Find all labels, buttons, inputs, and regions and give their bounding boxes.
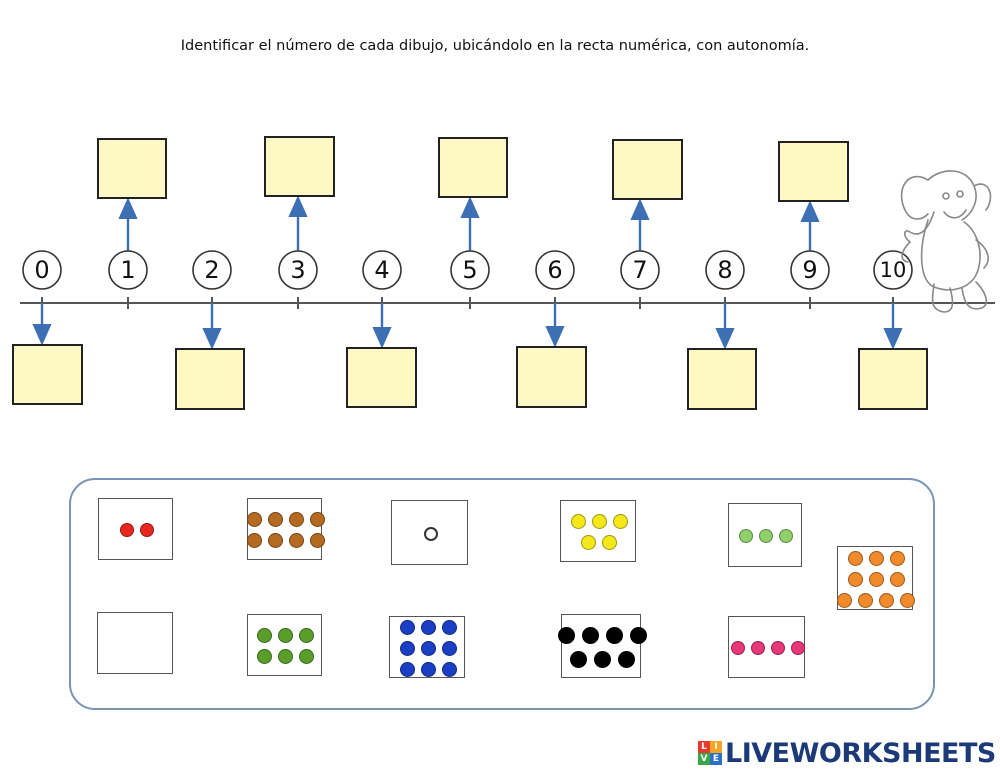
watermark-text: LIVEWORKSHEETS xyxy=(725,737,996,769)
dot-card-6[interactable] xyxy=(247,614,322,676)
dot-card-tray xyxy=(69,478,935,710)
dot xyxy=(267,533,283,548)
dot xyxy=(399,640,415,656)
dot xyxy=(441,619,457,635)
answer-box-10[interactable] xyxy=(858,348,928,410)
elephant-icon xyxy=(900,170,992,313)
dot-card-5[interactable] xyxy=(560,500,636,562)
dot xyxy=(591,514,607,529)
number-circle-3 xyxy=(278,250,318,290)
dot xyxy=(441,640,457,656)
dot xyxy=(858,592,873,608)
dot xyxy=(441,661,457,677)
number-circle-0 xyxy=(22,250,62,290)
logo-letter: V xyxy=(698,753,710,765)
dot xyxy=(605,626,623,644)
dot-card-7[interactable] xyxy=(557,614,647,678)
answer-box-4[interactable] xyxy=(346,347,417,408)
dot xyxy=(557,626,575,644)
dot xyxy=(581,626,599,644)
dot xyxy=(299,649,314,664)
dot xyxy=(879,592,894,608)
dot xyxy=(593,650,611,668)
dot-card-9[interactable] xyxy=(389,616,465,678)
answer-box-6[interactable] xyxy=(516,346,587,408)
answer-box-9[interactable] xyxy=(778,141,849,202)
dot xyxy=(246,512,262,527)
dot xyxy=(629,626,647,644)
dot xyxy=(278,649,293,664)
dot xyxy=(139,523,154,537)
answer-box-8[interactable] xyxy=(687,348,757,410)
dot-card-0[interactable] xyxy=(97,612,173,674)
dot xyxy=(730,641,745,655)
number-circle-7 xyxy=(620,250,660,290)
answer-box-0[interactable] xyxy=(12,344,83,405)
instruction-text: Identificar el número de cada dibujo, ub… xyxy=(180,38,810,54)
logo-letter: L xyxy=(698,741,710,753)
dot xyxy=(889,550,905,566)
dot xyxy=(267,512,283,527)
dot-card-1[interactable] xyxy=(391,500,468,565)
dot-card-10[interactable] xyxy=(837,546,915,610)
dot-card-8[interactable] xyxy=(246,498,325,560)
dot xyxy=(299,628,314,643)
dot xyxy=(790,641,805,655)
dot xyxy=(288,533,304,548)
number-circle-2 xyxy=(192,250,232,290)
liveworksheets-watermark: L I V E LIVEWORKSHEETS xyxy=(698,737,996,769)
answer-box-5[interactable] xyxy=(438,137,508,198)
dot xyxy=(847,571,863,587)
number-circle-6 xyxy=(535,250,575,290)
logo-letter: I xyxy=(710,741,722,753)
dot xyxy=(739,529,753,543)
dot xyxy=(868,571,884,587)
number-circle-1 xyxy=(108,250,148,290)
dot xyxy=(602,535,617,550)
dot xyxy=(309,533,325,548)
dot xyxy=(779,529,793,543)
dot xyxy=(581,535,596,550)
dot-card-2[interactable] xyxy=(98,498,173,560)
number-circle-9 xyxy=(790,250,830,290)
liveworksheets-logo-icon: L I V E xyxy=(698,741,722,765)
answer-box-2[interactable] xyxy=(175,348,245,410)
dot xyxy=(423,526,438,541)
dot xyxy=(900,592,915,608)
dot xyxy=(770,641,785,655)
dot xyxy=(868,550,884,566)
dot xyxy=(420,640,436,656)
dot xyxy=(569,650,587,668)
dot xyxy=(119,523,134,537)
dot xyxy=(570,514,586,529)
dot xyxy=(420,619,436,635)
number-circle-10 xyxy=(873,250,913,290)
dot-card-3[interactable] xyxy=(728,503,802,567)
dot xyxy=(278,628,293,643)
dot xyxy=(257,628,272,643)
dot xyxy=(257,649,272,664)
dot xyxy=(288,512,304,527)
dot xyxy=(617,650,635,668)
dot xyxy=(847,550,863,566)
answer-box-1[interactable] xyxy=(97,138,167,199)
dot xyxy=(399,619,415,635)
dot xyxy=(759,529,773,543)
dot xyxy=(750,641,765,655)
number-circle-5 xyxy=(450,250,490,290)
dot xyxy=(246,533,262,548)
answer-box-7[interactable] xyxy=(612,139,683,200)
logo-letter: E xyxy=(710,753,722,765)
dot xyxy=(837,592,852,608)
dot xyxy=(889,571,905,587)
dot xyxy=(309,512,325,527)
dot xyxy=(612,514,628,529)
dot xyxy=(399,661,415,677)
dot-card-4[interactable] xyxy=(728,616,805,678)
answer-box-3[interactable] xyxy=(264,136,335,197)
dot xyxy=(420,661,436,677)
number-circle-8 xyxy=(705,250,745,290)
number-circle-4 xyxy=(362,250,402,290)
